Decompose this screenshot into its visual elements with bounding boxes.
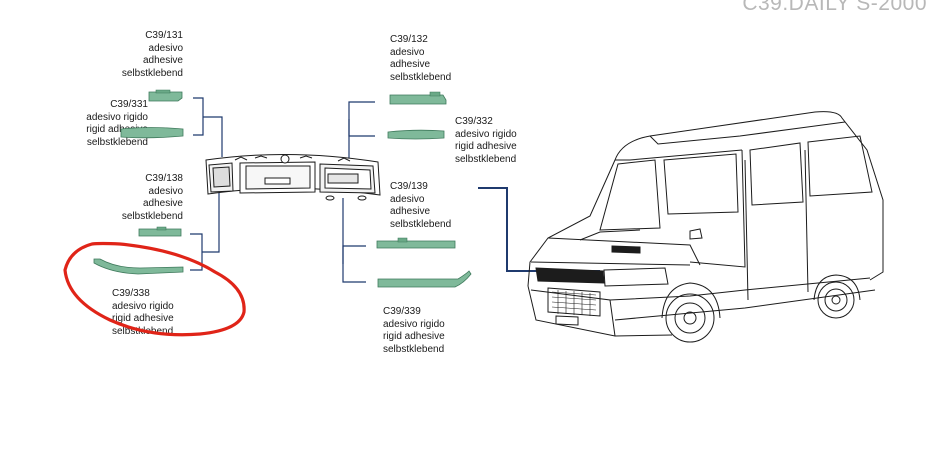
part-desc-en: rigid adhesive <box>455 141 517 152</box>
part-desc-de: selbstklebend <box>383 343 445 355</box>
strip-c39-338 <box>93 258 184 275</box>
part-desc-de: selbstklebend <box>390 71 452 83</box>
part-code: C39/332 <box>455 116 493 127</box>
part-desc-it: adesivo rigido <box>455 128 517 140</box>
part-desc-en: rigid adhesive <box>383 331 445 342</box>
part-label-c39-339: C39/339 adesivo rigido rigid adhesive se… <box>383 306 445 356</box>
part-label-c39-132: C39/132 adesivo adhesive selbstklebend <box>390 34 451 84</box>
part-desc-de: selbstklebend <box>121 210 183 222</box>
strip-c39-138 <box>138 226 182 237</box>
part-code: C39/139 <box>390 181 428 192</box>
part-code: C39/331 <box>110 99 148 110</box>
strip-c39-331 <box>120 127 184 139</box>
part-code: C39/338 <box>112 288 150 299</box>
part-desc-de: selbstklebend <box>455 153 517 165</box>
part-desc-it: adesivo rigido <box>112 300 174 312</box>
part-label-c39-138: C39/138 adesivo adhesive selbstklebend <box>122 173 183 223</box>
part-desc-en: adhesive <box>390 206 431 217</box>
part-desc-en: adhesive <box>390 59 431 70</box>
part-desc-en: adhesive <box>142 198 183 209</box>
part-desc-it: adesivo <box>148 185 183 197</box>
part-desc-it: adesivo rigido <box>86 111 148 123</box>
part-desc-en: rigid adhesive <box>112 313 174 324</box>
part-label-c39-131: C39/131 adesivo adhesive selbstklebend <box>122 30 183 80</box>
part-desc-de: selbstklebend <box>86 136 148 148</box>
part-desc-it: adesivo <box>390 46 425 58</box>
part-code: C39/131 <box>145 30 183 41</box>
part-code: C39/339 <box>383 306 421 317</box>
van-drawing <box>527 111 884 343</box>
part-desc-en: adhesive <box>142 55 183 66</box>
part-label-c39-331: C39/331 adesivo rigido rigid adhesive se… <box>86 99 148 149</box>
front-grille-drawing <box>205 153 381 201</box>
strip-c39-332 <box>387 129 445 140</box>
red-highlight-circle <box>63 241 246 337</box>
strip-c39-132 <box>389 91 447 105</box>
strip-c39-139 <box>376 237 456 249</box>
part-desc-it: adesivo rigido <box>383 318 445 330</box>
part-code: C39/138 <box>145 173 183 184</box>
part-desc-en: rigid adhesive <box>86 124 148 135</box>
part-desc-de: selbstklebend <box>390 218 452 230</box>
leader-line-van <box>478 187 600 272</box>
part-desc-it: adesivo <box>390 193 425 205</box>
part-label-c39-139: C39/139 adesivo adhesive selbstklebend <box>390 181 451 231</box>
part-desc-de: selbstklebend <box>121 67 183 79</box>
strip-c39-131 <box>148 89 183 102</box>
strip-c39-339 <box>377 270 472 288</box>
part-desc-it: adesivo <box>148 42 183 54</box>
part-label-c39-332: C39/332 adesivo rigido rigid adhesive se… <box>455 116 517 166</box>
catalog-code-header: C39.DAILY S-2000 <box>742 0 927 15</box>
part-code: C39/132 <box>390 34 428 45</box>
